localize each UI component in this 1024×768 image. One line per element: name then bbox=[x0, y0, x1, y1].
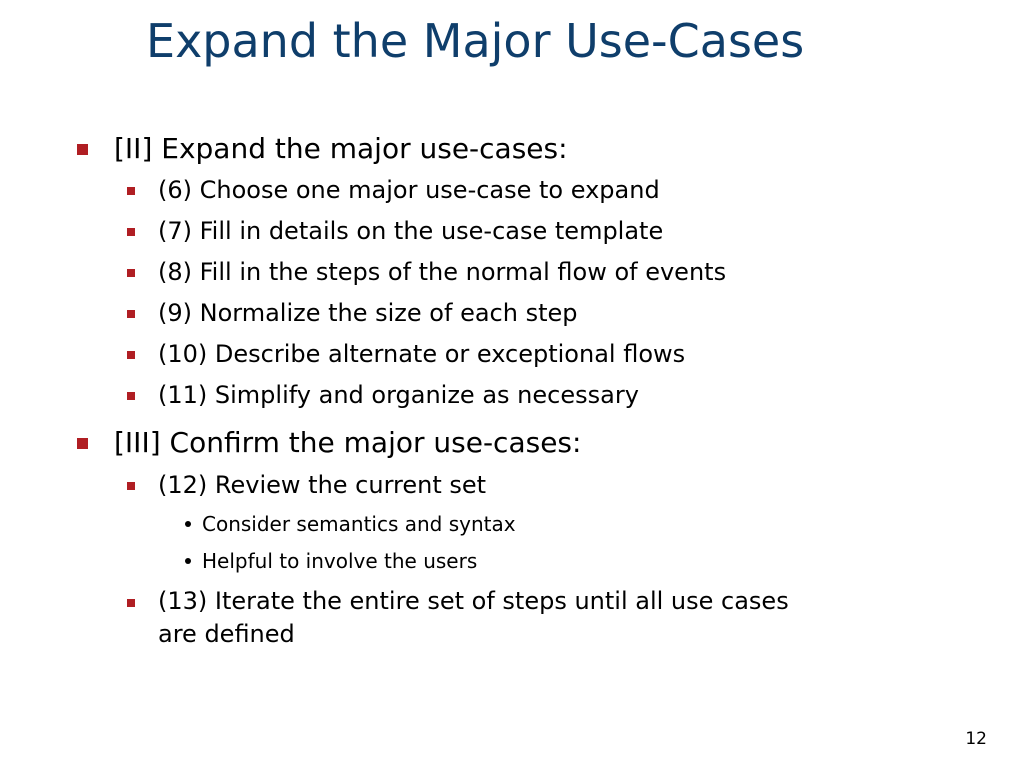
list-item: (8) Fill in the steps of the normal flow… bbox=[158, 258, 727, 286]
bullet-square-icon bbox=[127, 392, 135, 400]
bullet-square-icon bbox=[127, 351, 135, 359]
bullet-square-icon bbox=[127, 310, 135, 318]
bullet-square-icon bbox=[127, 599, 135, 607]
section-heading-expand: [II] Expand the major use-cases: bbox=[114, 132, 568, 165]
list-item-continuation: are defined bbox=[158, 620, 295, 648]
list-item: (7) Fill in details on the use-case temp… bbox=[158, 217, 664, 245]
bullet-square-icon bbox=[127, 228, 135, 236]
bullet-dot-icon bbox=[185, 521, 191, 527]
bullet-square-icon bbox=[127, 482, 135, 490]
bullet-square-icon bbox=[77, 438, 88, 449]
list-item: (12) Review the current set bbox=[158, 471, 487, 499]
bullet-dot-icon bbox=[185, 558, 191, 564]
list-item: (13) Iterate the entire set of steps unt… bbox=[158, 587, 789, 615]
list-item: (6) Choose one major use-case to expand bbox=[158, 176, 660, 204]
bullet-square-icon bbox=[127, 187, 135, 195]
list-item: (10) Describe alternate or exceptional f… bbox=[158, 340, 686, 368]
list-item: (11) Simplify and organize as necessary bbox=[158, 381, 639, 409]
bullet-square-icon bbox=[127, 269, 135, 277]
bullet-square-icon bbox=[77, 144, 88, 155]
slide-title: Expand the Major Use-Cases bbox=[146, 14, 805, 68]
sub-list-item: Consider semantics and syntax bbox=[202, 512, 516, 536]
sub-list-item: Helpful to involve the users bbox=[202, 549, 478, 573]
section-heading-confirm: [III] Confirm the major use-cases: bbox=[114, 426, 582, 459]
page-number: 12 bbox=[965, 729, 987, 749]
list-item: (9) Normalize the size of each step bbox=[158, 299, 578, 327]
